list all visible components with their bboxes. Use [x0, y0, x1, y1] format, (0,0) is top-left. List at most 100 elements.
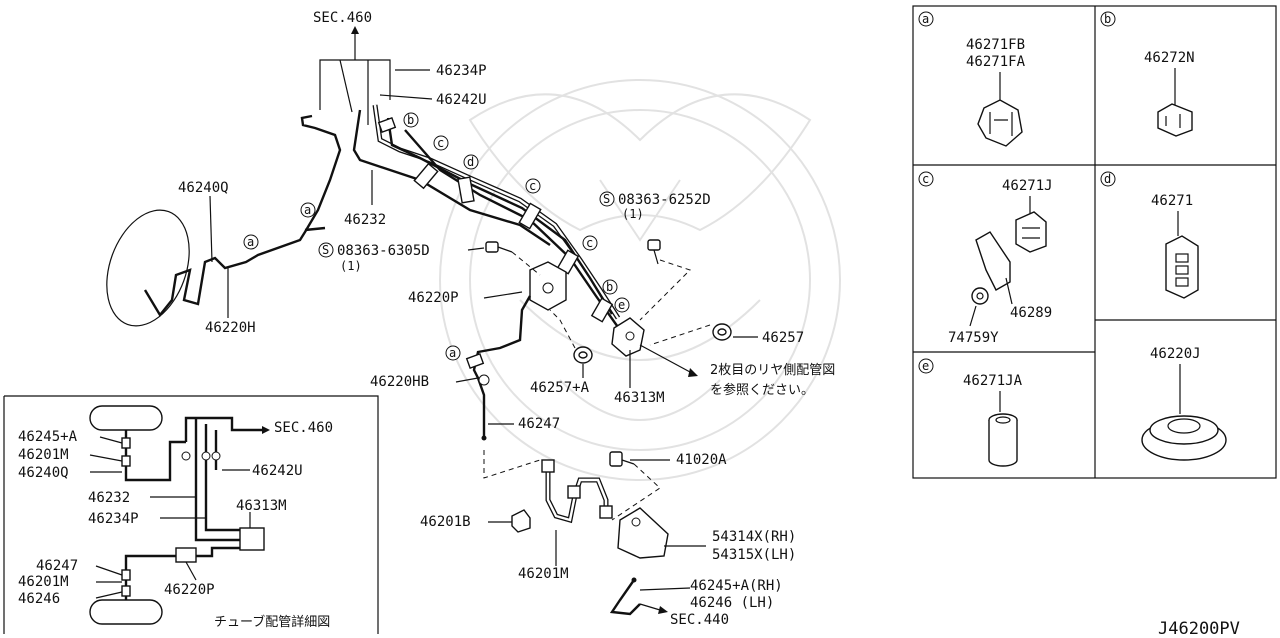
- label-41020A: 41020A: [676, 452, 727, 468]
- inset-label-46246: 46246: [18, 591, 60, 607]
- bolt-08363-6305D: [485, 241, 513, 253]
- rear-note-line1: 2枚目のリヤ側配管図: [710, 363, 835, 378]
- inset-tire-rear: [89, 599, 163, 625]
- bracket-46289-icon: [975, 231, 1011, 291]
- label-46232: 46232: [344, 212, 386, 228]
- inset-connector-46220P: [175, 547, 197, 563]
- inset-label-46313M: 46313M: [236, 498, 287, 514]
- bolt-41020A: [609, 451, 635, 467]
- clip-46271-icon: [1165, 235, 1199, 299]
- inset-connector-46201M-rear: [121, 569, 131, 581]
- bolt-08363-6252D: [647, 239, 661, 265]
- callout-c-2: c: [525, 178, 541, 194]
- inset-caption: チューブ配管詳細図: [214, 614, 330, 630]
- label-46220P: 46220P: [408, 290, 459, 306]
- watermark-emblem: [439, 79, 841, 481]
- legend-46289: 46289: [1010, 305, 1052, 321]
- inset-label-46242U: 46242U: [252, 463, 303, 479]
- connector-46220P: [529, 261, 567, 311]
- svg-text:d: d: [1104, 172, 1111, 186]
- inset-label-46232: 46232: [88, 490, 130, 506]
- legend-46272N: 46272N: [1144, 50, 1195, 66]
- drawing-id: J46200PV: [1158, 619, 1240, 638]
- svg-text:c: c: [586, 236, 593, 250]
- label-08363-6252D: 08363-6252D: [618, 192, 711, 208]
- clip-d: [457, 176, 475, 204]
- legend-grid: a 46271FB 46271FA b 46272N c 46271J 4628…: [912, 5, 1277, 479]
- svg-text:S: S: [603, 192, 610, 206]
- label-08363-6305D: 08363-6305D: [337, 243, 430, 259]
- label-46220HB: 46220HB: [370, 374, 429, 390]
- legend-cell-c: c 46271J 46289 74759Y: [918, 171, 1053, 346]
- clip-46272N-icon: [1157, 103, 1193, 137]
- legend-cell-46220J: 46220J: [1141, 346, 1227, 461]
- svg-text:c: c: [529, 179, 536, 193]
- legend-46271FA: 46271FA: [966, 54, 1026, 70]
- inset-junction-46313M: [239, 527, 265, 551]
- callout-a-1: a: [300, 202, 316, 218]
- clip-b-low: [590, 297, 614, 323]
- svg-text:a: a: [449, 346, 456, 360]
- callout-e-1: e: [614, 297, 630, 313]
- inset-connector-46245A: [121, 437, 131, 449]
- svg-text:b: b: [606, 280, 613, 294]
- callout-c-1: c: [433, 135, 449, 151]
- inset-label-46240Q: 46240Q: [18, 465, 69, 481]
- callout-c-3: c: [582, 235, 598, 251]
- label-46220H: 46220H: [205, 320, 256, 336]
- grommet-46257A: [573, 346, 593, 364]
- inset-tube-detail: 46245+A 46201M 46240Q 46232 46234P 46242…: [3, 395, 379, 634]
- bracket-54314X: [617, 507, 669, 559]
- label-46247: 46247: [518, 416, 560, 432]
- svg-text:a: a: [247, 235, 254, 249]
- inset-label-46220P: 46220P: [164, 582, 215, 598]
- inset-label-46201M-rear: 46201M: [18, 574, 69, 590]
- label-46313M: 46313M: [614, 390, 665, 406]
- label-54314X: 54314X(RH): [712, 529, 796, 545]
- legend-cell-a: a 46271FB 46271FA: [918, 11, 1026, 147]
- label-54315X: 54315X(LH): [712, 547, 796, 563]
- legend-46220J: 46220J: [1150, 346, 1201, 362]
- label-08363-6252D-qty: (1): [622, 207, 644, 221]
- clip-c-mid: [518, 202, 542, 230]
- legend-cell-e: e 46271JA: [918, 358, 1023, 467]
- callout-b-1: b: [403, 112, 419, 128]
- svg-text:a: a: [922, 12, 929, 26]
- inset-connector-46246: [121, 585, 131, 597]
- pipe-46240Q: [143, 114, 342, 318]
- clip-c-upper: [413, 162, 439, 190]
- callout-a-2: a: [243, 234, 259, 250]
- brake-disc: [106, 209, 190, 327]
- hose-46201M: [541, 459, 613, 524]
- s-symbol-6305D: S: [318, 242, 334, 258]
- sec460-top-label: SEC.460: [313, 10, 372, 26]
- label-46246-lh: 46246 (LH): [690, 595, 774, 611]
- legend-cell-d: d 46271: [1100, 171, 1199, 299]
- label-46234P: 46234P: [436, 63, 487, 79]
- label-46257: 46257: [762, 330, 804, 346]
- svg-text:c: c: [922, 172, 929, 186]
- nut-74759Y-icon: [971, 287, 989, 305]
- svg-text:b: b: [1104, 12, 1111, 26]
- label-46257A: 46257+A: [530, 380, 590, 396]
- legend-46271J: 46271J: [1002, 178, 1053, 194]
- sleeve-46271JA-icon: [988, 420, 1018, 467]
- s-symbol-6252D: S: [599, 191, 615, 207]
- legend-74759Y: 74759Y: [948, 330, 999, 346]
- inset-connector-46201M: [121, 455, 131, 467]
- label-sec440: SEC.440: [670, 612, 729, 628]
- inset-label-46201M: 46201M: [18, 447, 69, 463]
- svg-text:d: d: [467, 155, 474, 169]
- grommet-46257: [712, 323, 732, 341]
- svg-text:e: e: [618, 298, 625, 312]
- inset-label-sec460: SEC.460: [274, 420, 333, 436]
- legend-46271FB: 46271FB: [966, 37, 1025, 53]
- svg-text:c: c: [437, 136, 444, 150]
- label-46201B: 46201B: [420, 514, 471, 530]
- inset-label-46245A: 46245+A: [18, 429, 78, 445]
- main-assembly: SEC.460: [106, 10, 835, 628]
- grommet-46220HB: [478, 374, 490, 386]
- svg-text:S: S: [322, 243, 329, 257]
- inset-tire-front: [89, 405, 163, 431]
